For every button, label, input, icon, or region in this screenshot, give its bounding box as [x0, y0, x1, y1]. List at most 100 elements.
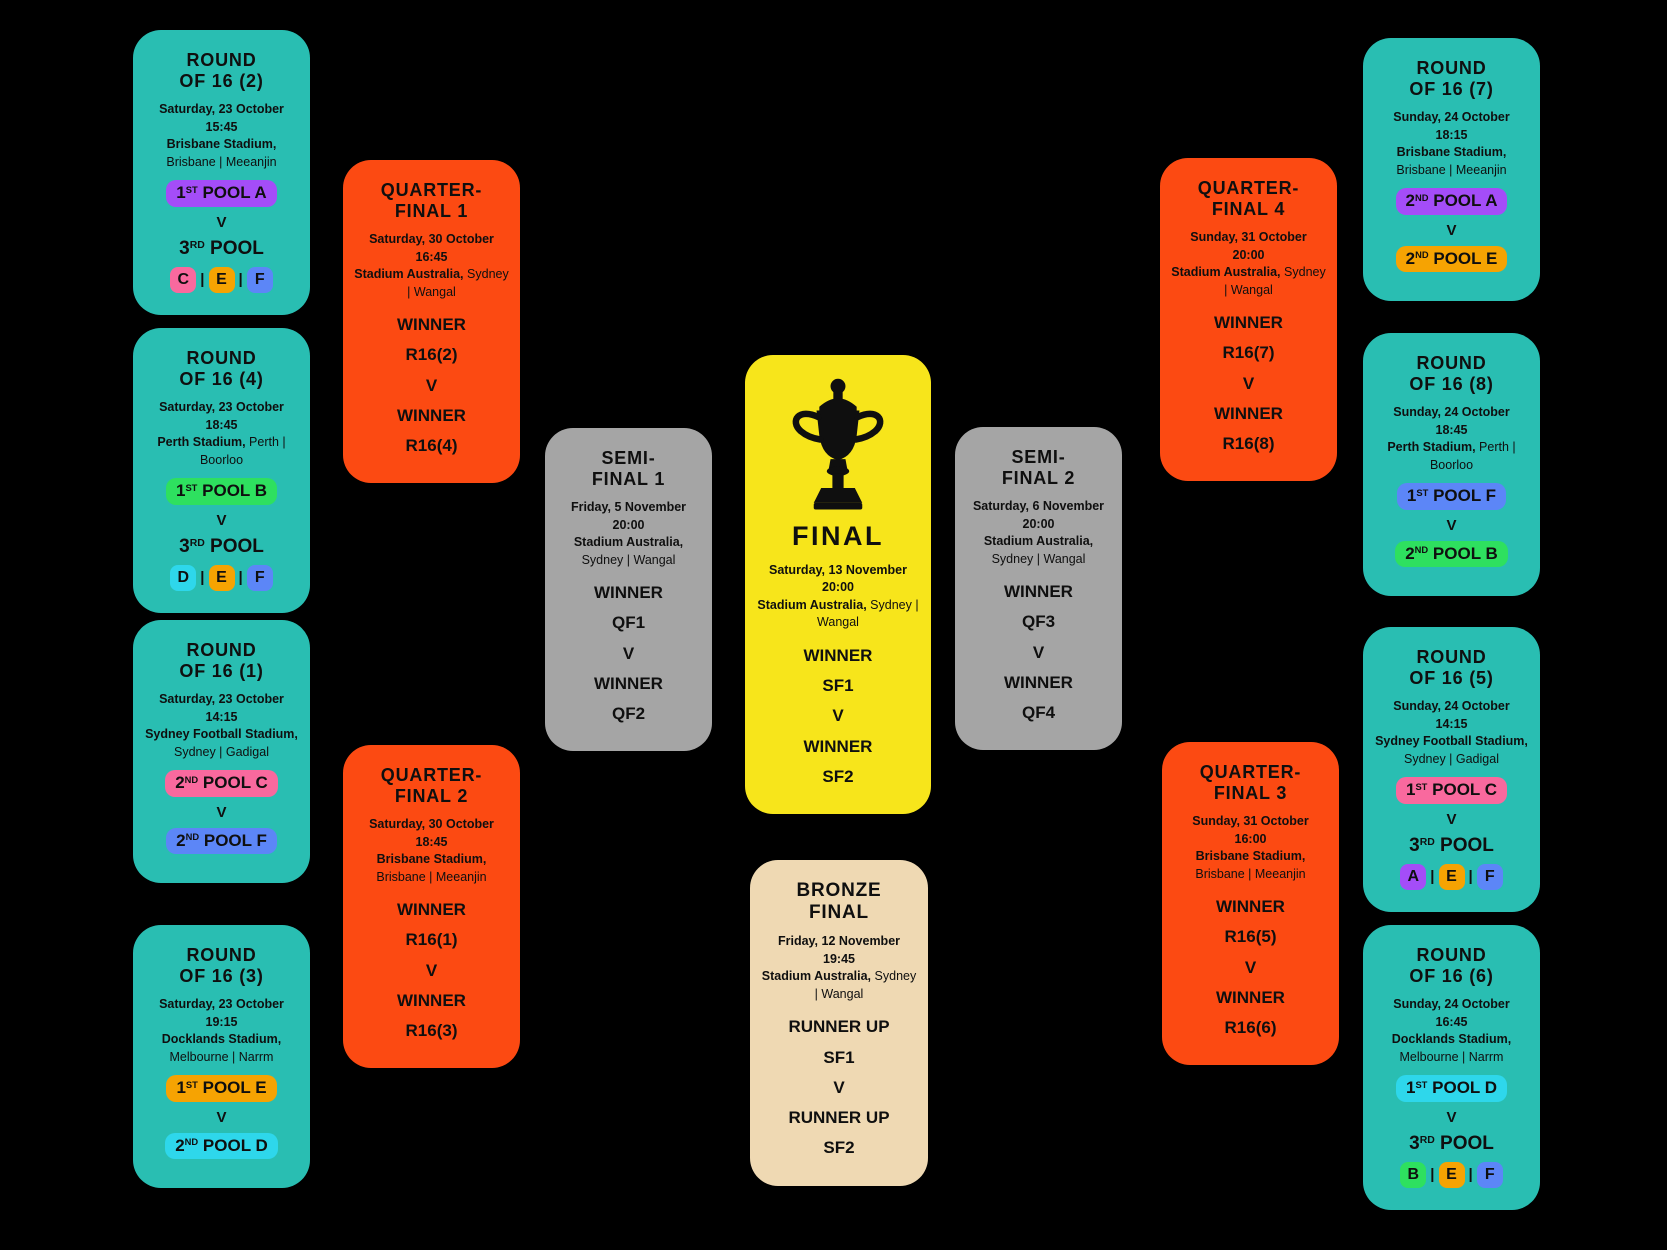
- versus-label: V: [1446, 810, 1457, 828]
- card-title: QUARTER- FINAL 4: [1197, 178, 1300, 219]
- match-date: Sunday, 24 October: [1393, 997, 1510, 1012]
- pool-chips: B|E|F: [1373, 1161, 1530, 1188]
- pool-badge: 2ND POOL D: [165, 1132, 278, 1160]
- match-time: 14:15: [205, 709, 238, 724]
- pool-word: POOL D: [1432, 1078, 1498, 1098]
- match-line: WINNER: [1004, 672, 1073, 692]
- match-line: QF2: [611, 704, 646, 724]
- pool-chip: A: [1400, 863, 1427, 890]
- chip-separator: |: [200, 569, 205, 587]
- match-line: QF3: [1021, 612, 1056, 632]
- badge-row: 2ND POOL C: [143, 770, 300, 797]
- match-time: 20:00: [822, 580, 854, 595]
- pool-word: POOL D: [202, 1135, 268, 1155]
- match-line: R16(5): [1224, 927, 1277, 947]
- rank-ordinal: RD: [189, 239, 205, 251]
- match-venue: Stadium Australia, Sydney | Wangal: [555, 534, 702, 569]
- match-line: R16(1): [405, 930, 458, 950]
- rank-ordinal: RD: [1419, 1134, 1435, 1146]
- chip-separator: |: [1430, 868, 1435, 886]
- versus-label: V: [216, 1108, 227, 1126]
- match-line: WINNER: [397, 900, 466, 920]
- third-pool-label: 3RD POOL: [1373, 835, 1530, 857]
- third-pool-label: 3RD POOL: [143, 238, 300, 260]
- pool-word: POOL C: [1432, 780, 1498, 800]
- venue-place: Perth | Boorloo: [1429, 440, 1516, 472]
- match-line: QF1: [611, 613, 646, 633]
- card-title: ROUND OF 16 (8): [1409, 353, 1494, 394]
- venue-place: Melbourne | Narrm: [169, 1049, 274, 1064]
- match-line: WINNER: [594, 673, 663, 693]
- match-line: RUNNER UP: [788, 1108, 890, 1128]
- pool-word: POOL: [210, 237, 264, 259]
- pool-word: POOL: [1440, 1132, 1494, 1154]
- match-line: SF2: [823, 1138, 855, 1158]
- matchup: 1ST POOL D V 3RD POOL B|E|F: [1373, 1075, 1530, 1188]
- match-date: Saturday, 13 November: [768, 562, 908, 577]
- venue-name: Stadium Australia,: [1171, 265, 1281, 280]
- venue-name: Brisbane Stadium,: [1195, 849, 1306, 864]
- match-line: V: [833, 1077, 845, 1097]
- match-line: WINNER: [1216, 987, 1285, 1007]
- versus-label: V: [1446, 1108, 1457, 1126]
- rank: 1: [1406, 486, 1417, 506]
- venue-place: Sydney | Wangal: [1224, 265, 1326, 297]
- rank: 1: [176, 183, 186, 203]
- pool-chip: F: [246, 564, 273, 591]
- rank: 3: [1409, 1132, 1420, 1154]
- badge-row: 1ST POOL E: [143, 1075, 300, 1102]
- chip-separator: |: [1468, 1166, 1473, 1184]
- chip-separator: |: [1430, 1166, 1435, 1184]
- rank: 3: [179, 535, 190, 557]
- match-time: 16:00: [1234, 831, 1267, 846]
- pool-chip: E: [208, 266, 235, 293]
- match-venue: Stadium Australia, Sydney | Wangal: [760, 968, 918, 1003]
- venue-place: Brisbane | Meeanjin: [376, 869, 487, 884]
- rank-ordinal: ST: [1416, 487, 1429, 498]
- match-line: R16(7): [1222, 343, 1275, 363]
- pool-chip: C: [170, 266, 197, 293]
- rank: 1: [175, 481, 186, 501]
- venue-place: Sydney | Wangal: [817, 597, 919, 630]
- pool-word: POOL A: [1433, 191, 1498, 211]
- card-title: SEMI- FINAL 1: [591, 448, 666, 489]
- badge-row: 2ND POOL F: [143, 827, 300, 855]
- rank: 2: [175, 773, 185, 793]
- pool-badge: 1ST POOL D: [1395, 1075, 1508, 1102]
- match-line: WINNER: [397, 405, 466, 425]
- match-time: 20:00: [1022, 516, 1055, 531]
- match-date: Saturday, 30 October: [369, 232, 494, 247]
- venue-place: Sydney | Wangal: [407, 267, 509, 299]
- match-venue: Stadium Australia, Sydney | Wangal: [755, 597, 921, 632]
- rank-ordinal: RD: [189, 537, 205, 549]
- match-time: 19:15: [205, 1014, 238, 1029]
- chip-separator: |: [238, 271, 243, 289]
- match-time: 18:45: [205, 417, 238, 432]
- match-time: 18:45: [1435, 422, 1468, 437]
- match-line: R16(8): [1222, 434, 1275, 454]
- card-title: ROUND OF 16 (6): [1409, 945, 1494, 986]
- card-title: ROUND OF 16 (4): [179, 348, 264, 389]
- pool-chips: A|E|F: [1373, 863, 1530, 890]
- pool-word: POOL E: [1433, 248, 1498, 268]
- match-time: 18:15: [1435, 127, 1468, 142]
- match-line: V: [622, 643, 635, 663]
- venue-name: Docklands Stadium,: [161, 1032, 282, 1047]
- match-line: WINNER: [397, 315, 466, 335]
- match-time: 16:45: [1435, 1014, 1468, 1029]
